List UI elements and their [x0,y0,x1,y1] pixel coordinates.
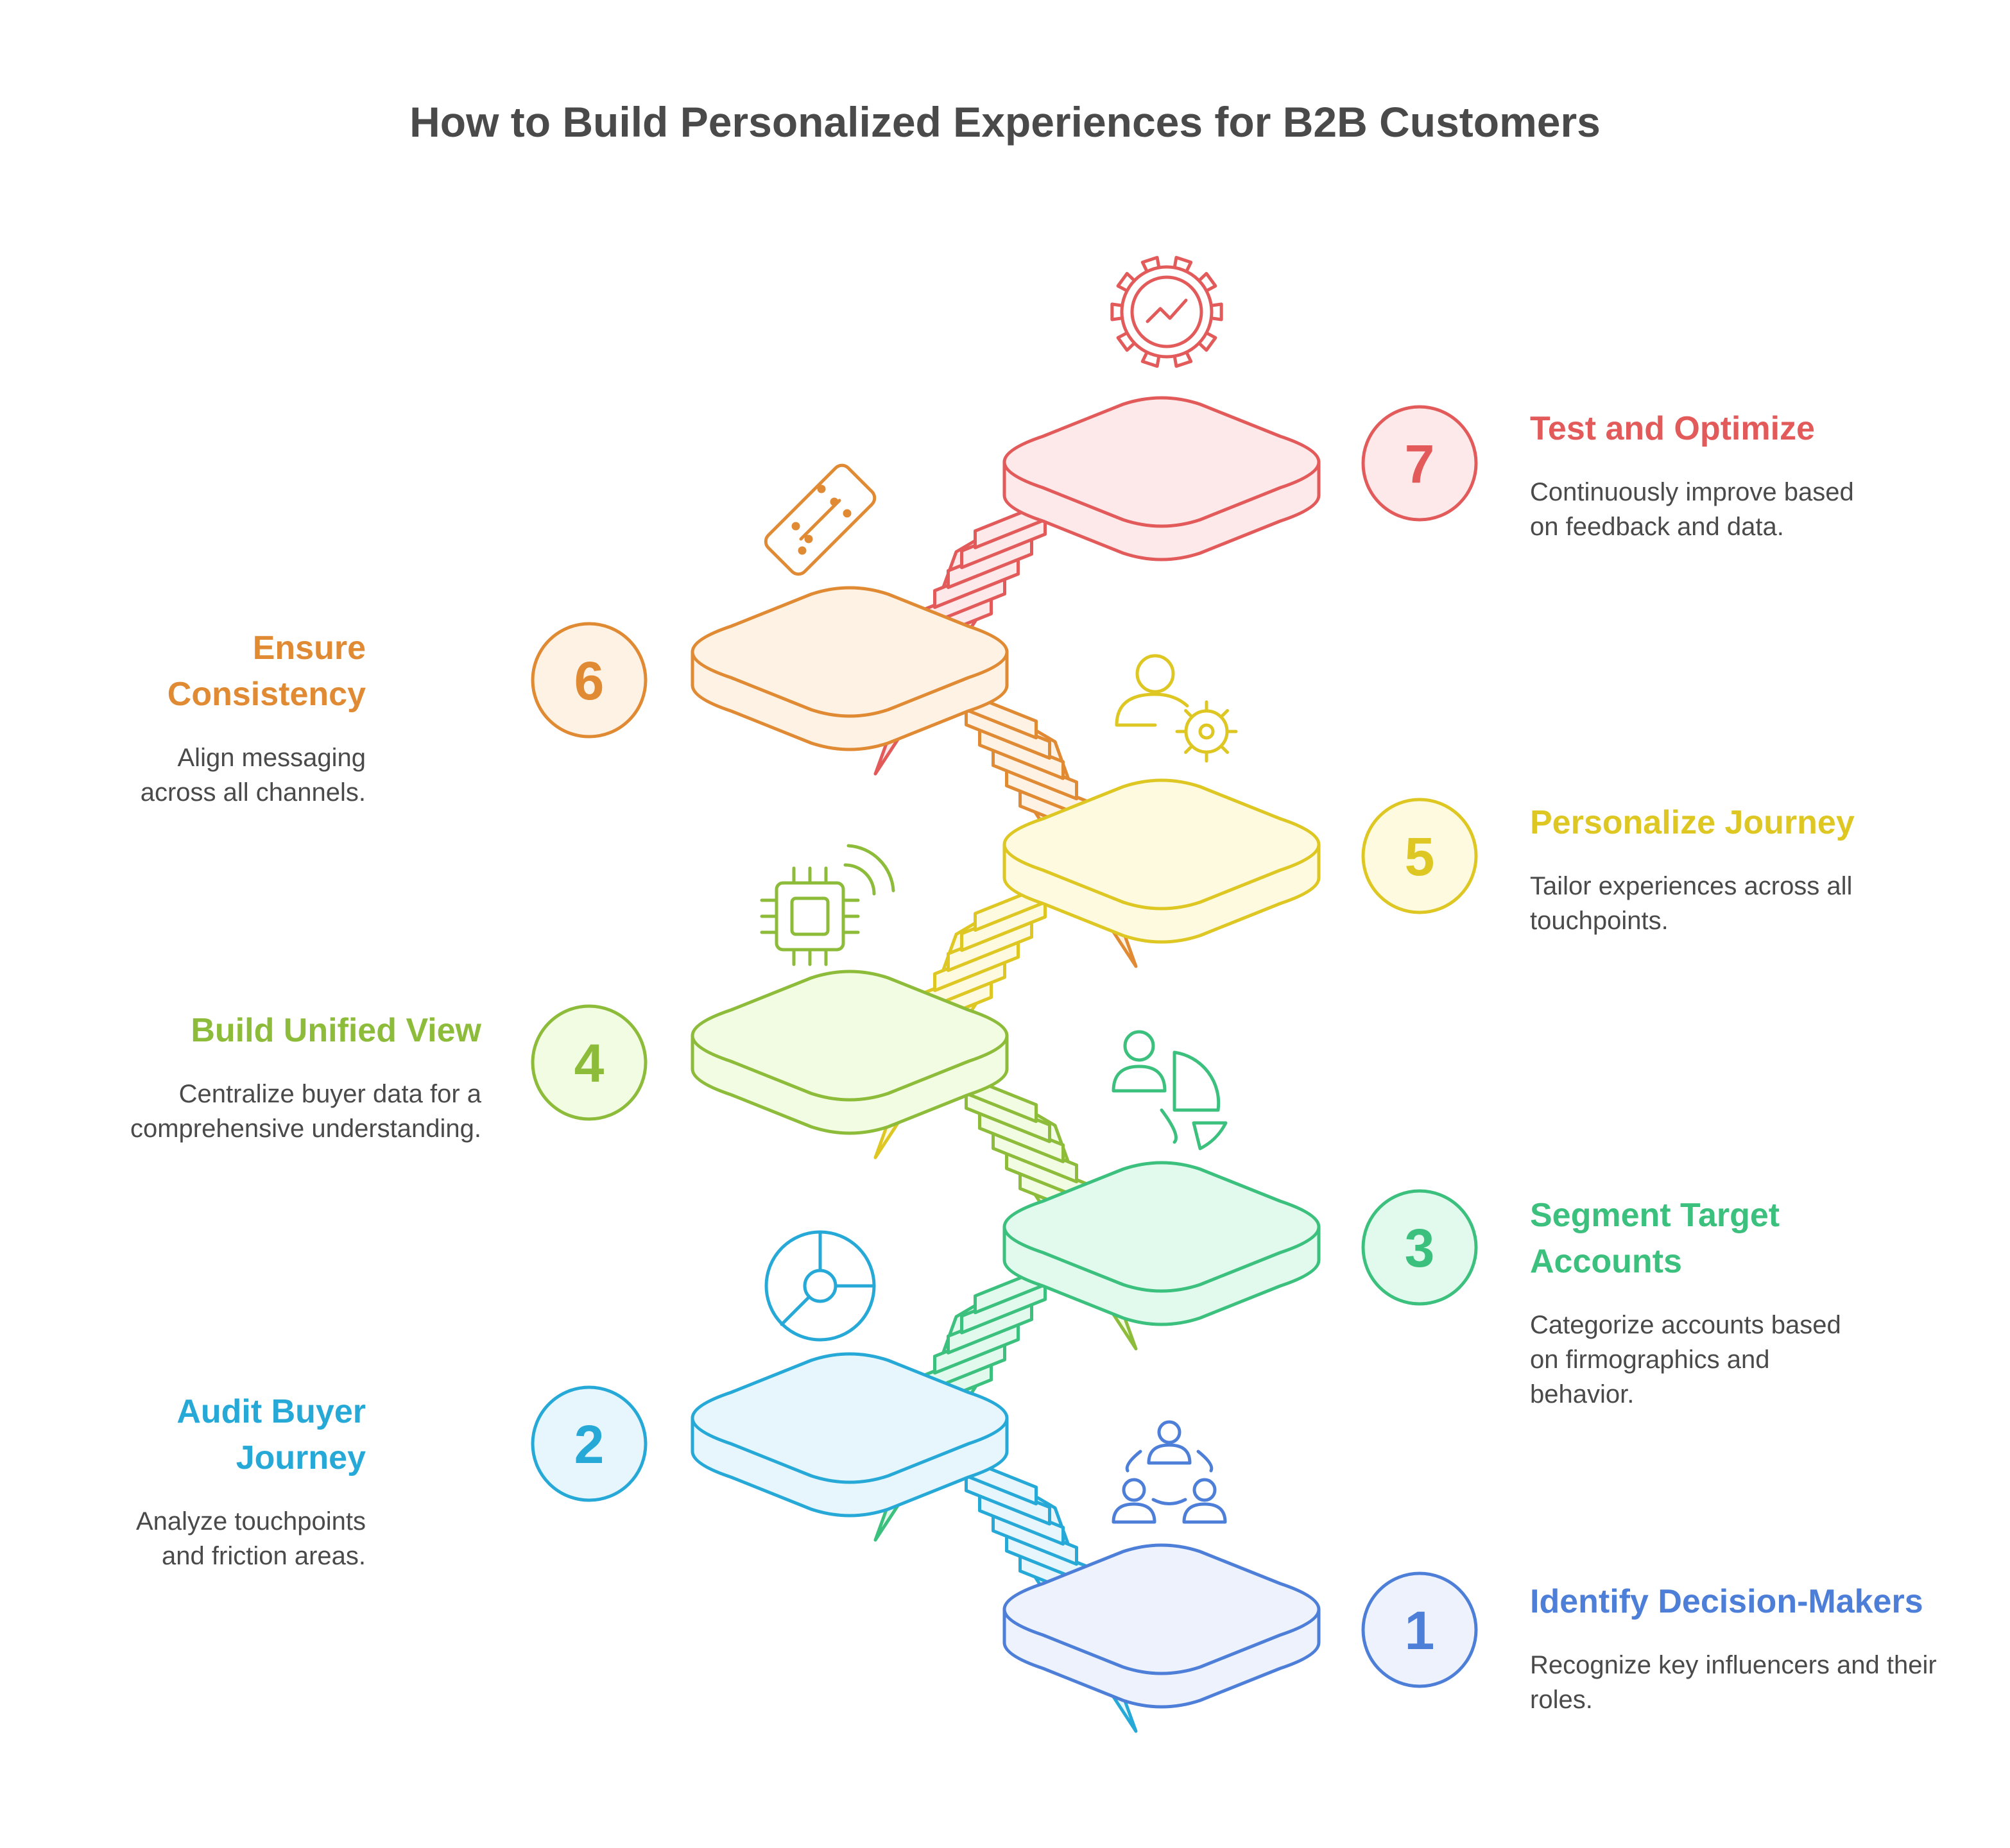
step-2-description: Analyze touchpoints and friction areas. [135,1507,366,1570]
platform-top [1002,1543,1321,1675]
step-badge-circle [1361,1571,1478,1688]
step-4-badge: 4 [531,1004,648,1121]
step-3-badge: 3 [1361,1189,1478,1306]
step-5-badge: 5 [1361,798,1478,914]
step-number: 3 [1405,1218,1435,1278]
gear-chart-icon [1110,255,1223,368]
step-number: 4 [574,1033,605,1093]
person-segment-icon [1112,1030,1228,1151]
step-7-badge: 7 [1361,405,1478,522]
step-number: 6 [574,651,605,711]
step-badge-circle [531,1385,648,1502]
platform-4 [691,970,1009,1135]
platform-1 [1002,1543,1321,1709]
step-1-title: Identify Decision-Makers [1530,1583,1923,1620]
step-5-title: Personalize Journey [1530,804,1855,841]
step-6-label: Ensure Consistency Align messaging acros… [135,625,366,810]
people-network-icon [1112,1420,1227,1524]
step-2-label: Audit Buyer Journey Analyze touchpoints … [122,1389,366,1573]
platform-6 [691,586,1009,751]
step-number: 2 [574,1414,605,1475]
platform-7 [1002,396,1321,561]
step-3-description: Categorize accounts based on firmographi… [1530,1311,1841,1408]
step-1-description: Recognize key influencers and their role… [1530,1651,1937,1714]
step-number: 5 [1405,826,1435,887]
page-title: How to Build Personalized Experiences fo… [409,98,1601,146]
platform-top [1002,778,1321,911]
step-1-badge: 1 [1361,1571,1478,1688]
step-4-title: Build Unified View [191,1012,481,1049]
step-4-description: Centralize buyer data for a comprehensiv… [130,1080,481,1143]
user-gear-icon [1115,654,1238,763]
platform-5 [1002,778,1321,944]
step-6-title: Ensure Consistency [167,629,366,713]
step-3-title: Segment Target Accounts [1530,1197,1780,1280]
step-badge-circle [531,622,648,739]
step-7-title: Test and Optimize [1530,410,1815,447]
step-badge-circle [1361,405,1478,522]
domino-icon [764,463,877,576]
step-6-badge: 6 [531,622,648,739]
platform-2 [691,1352,1009,1518]
platform-top [691,1352,1009,1484]
step-4-label: Build Unified View Centralize buyer data… [128,1007,481,1146]
step-3-label: Segment Target Accounts Categorize accou… [1530,1192,1877,1412]
pie-chart-icon [764,1230,876,1342]
step-number: 7 [1405,434,1435,494]
platform-top [1002,1161,1321,1293]
step-badge-circle [1361,1189,1478,1306]
platform-3 [1002,1161,1321,1326]
step-number: 1 [1405,1600,1435,1661]
chip-signal-icon [760,844,895,966]
platform-top [691,586,1009,718]
step-6-description: Align messaging across all channels. [140,744,366,807]
step-7-label: Test and Optimize Continuously improve b… [1530,406,1889,544]
step-5-description: Tailor experiences across all touchpoint… [1530,872,1853,935]
step-2-badge: 2 [531,1385,648,1502]
step-badge-circle [531,1004,648,1121]
step-7-description: Continuously improve based on feedback a… [1530,478,1854,541]
platform-top [691,970,1009,1102]
step-2-title: Audit Buyer Journey [176,1393,366,1476]
step-1-label: Identify Decision-Makers Recognize key i… [1530,1579,1941,1717]
step-badge-circle [1361,798,1478,914]
step-5-label: Personalize Journey Tailor experiences a… [1530,800,1889,938]
platform-top [1002,396,1321,528]
